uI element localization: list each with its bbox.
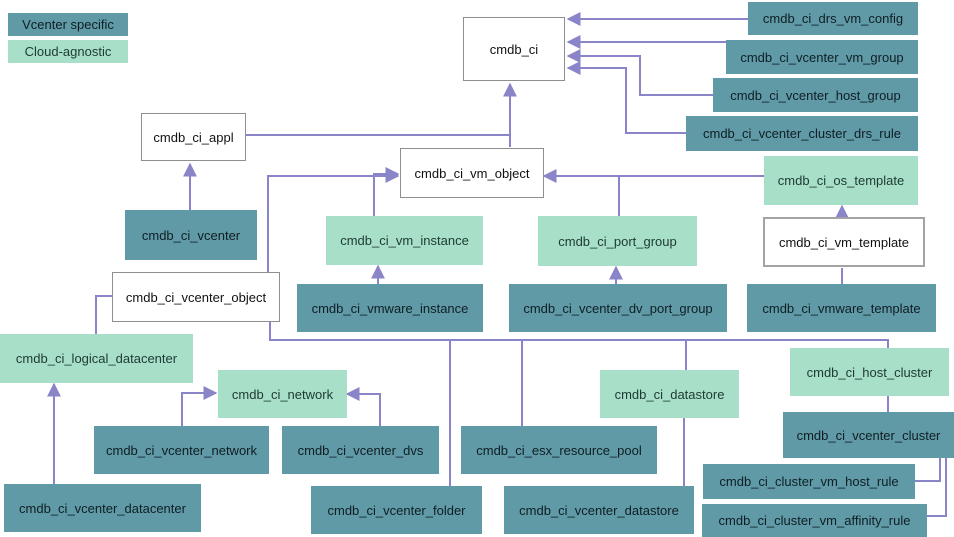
- legend-vcenter-label: Vcenter specific: [22, 17, 114, 32]
- node-cmdb-ci-vmware-instance[interactable]: cmdb_ci_vmware_instance: [297, 284, 483, 332]
- legend-cloud-label: Cloud-agnostic: [24, 44, 112, 59]
- node-cmdb-ci-vcenter-cluster[interactable]: cmdb_ci_vcenter_cluster: [783, 412, 954, 458]
- node-cmdb-ci-network[interactable]: cmdb_ci_network: [218, 370, 347, 418]
- node-cmdb-ci-vcenter-network[interactable]: cmdb_ci_vcenter_network: [94, 426, 269, 474]
- node-cmdb-ci-os-template[interactable]: cmdb_ci_os_template: [764, 156, 918, 205]
- node-cmdb-ci-cluster-vm-affinity-rule[interactable]: cmdb_ci_cluster_vm_affinity_rule: [702, 504, 927, 537]
- node-cmdb-ci-vcenter-dv-port-group[interactable]: cmdb_ci_vcenter_dv_port_group: [509, 284, 727, 332]
- node-cmdb-ci-vcenter-vm-group[interactable]: cmdb_ci_vcenter_vm_group: [726, 40, 918, 74]
- edge-vcenter-object-bus: [269, 322, 889, 348]
- node-cmdb-ci-cluster-vm-host-rule[interactable]: cmdb_ci_cluster_vm_host_rule: [703, 464, 915, 499]
- edge-vm-host-rule-to-cluster: [915, 458, 941, 482]
- node-cmdb-ci-vcenter-dvs[interactable]: cmdb_ci_vcenter_dvs: [282, 426, 439, 474]
- edge-vcenter-object-to-vm-object: [267, 169, 400, 272]
- edge-vcenter-dvs-to-network: [345, 387, 381, 426]
- edge-cluster-drs-rule-to-ci: [566, 61, 686, 134]
- edge-vcenter-network-to-network: [181, 386, 218, 426]
- legend-vcenter-swatch: Vcenter specific: [8, 13, 128, 36]
- node-cmdb-ci-logical-datacenter[interactable]: cmdb_ci_logical_datacenter: [0, 334, 193, 383]
- node-cmdb-ci-vm-object[interactable]: cmdb_ci_vm_object: [400, 148, 544, 198]
- edge-vcenter-host-group-to-ci: [566, 49, 713, 96]
- legend-cloud-swatch: Cloud-agnostic: [8, 40, 128, 63]
- node-cmdb-ci-vcenter[interactable]: cmdb_ci_vcenter: [125, 210, 257, 260]
- node-cmdb-ci-vcenter-cluster-drs-rule[interactable]: cmdb_ci_vcenter_cluster_drs_rule: [686, 116, 918, 151]
- edge-vm-instance-to-vm-object: [373, 167, 400, 216]
- node-cmdb-ci[interactable]: cmdb_ci: [463, 17, 565, 81]
- node-cmdb-ci-vcenter-object[interactable]: cmdb_ci_vcenter_object: [112, 272, 280, 322]
- node-cmdb-ci-datastore[interactable]: cmdb_ci_datastore: [600, 370, 739, 418]
- node-cmdb-ci-vm-instance[interactable]: cmdb_ci_vm_instance: [326, 216, 483, 265]
- edge-logical-datacenter-to-vcenter-object: [95, 295, 112, 334]
- node-cmdb-ci-vmware-template[interactable]: cmdb_ci_vmware_template: [747, 284, 936, 332]
- node-cmdb-ci-drs-vm-config[interactable]: cmdb_ci_drs_vm_config: [748, 2, 918, 35]
- node-cmdb-ci-vcenter-datastore[interactable]: cmdb_ci_vcenter_datastore: [504, 486, 694, 534]
- node-cmdb-ci-vcenter-host-group[interactable]: cmdb_ci_vcenter_host_group: [713, 78, 918, 112]
- node-cmdb-ci-esx-resource-pool[interactable]: cmdb_ci_esx_resource_pool: [461, 426, 657, 474]
- node-cmdb-ci-appl[interactable]: cmdb_ci_appl: [141, 113, 246, 161]
- node-cmdb-ci-port-group[interactable]: cmdb_ci_port_group: [538, 216, 697, 266]
- node-cmdb-ci-host-cluster[interactable]: cmdb_ci_host_cluster: [790, 348, 949, 396]
- node-cmdb-ci-vcenter-folder[interactable]: cmdb_ci_vcenter_folder: [311, 486, 482, 534]
- edge-vm-affinity-rule-to-cluster: [927, 458, 947, 517]
- node-cmdb-ci-vcenter-datacenter[interactable]: cmdb_ci_vcenter_datacenter: [4, 484, 201, 532]
- node-cmdb-ci-vm-template[interactable]: cmdb_ci_vm_template: [763, 217, 925, 267]
